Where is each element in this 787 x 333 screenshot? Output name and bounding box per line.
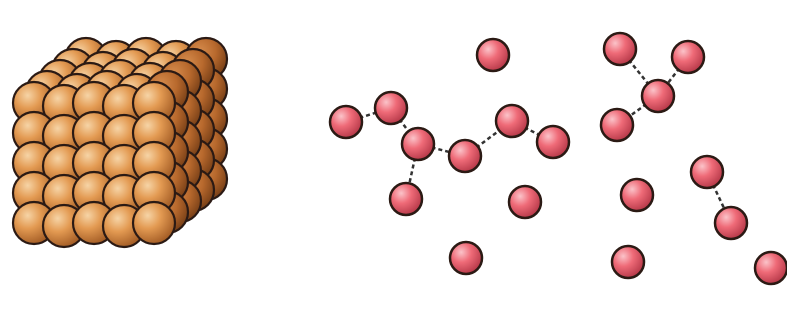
particle [601, 109, 633, 141]
particle [496, 105, 528, 137]
lattice-sphere [133, 202, 175, 244]
particle [537, 126, 569, 158]
particle [691, 156, 723, 188]
particle [715, 207, 747, 239]
particle [390, 183, 422, 215]
particle [375, 92, 407, 124]
particles [601, 33, 787, 284]
solid-lattice-cube [13, 38, 227, 247]
particle [450, 242, 482, 274]
particle [509, 186, 541, 218]
particle [604, 33, 636, 65]
particle [672, 41, 704, 73]
particle [449, 140, 481, 172]
particle [642, 80, 674, 112]
particle [612, 246, 644, 278]
liquid-particles-group [330, 39, 569, 274]
particles [330, 39, 569, 274]
particle [755, 252, 787, 284]
particle [621, 179, 653, 211]
particle [402, 128, 434, 160]
particle [330, 106, 362, 138]
gas-particles-group [601, 33, 787, 284]
particle [477, 39, 509, 71]
